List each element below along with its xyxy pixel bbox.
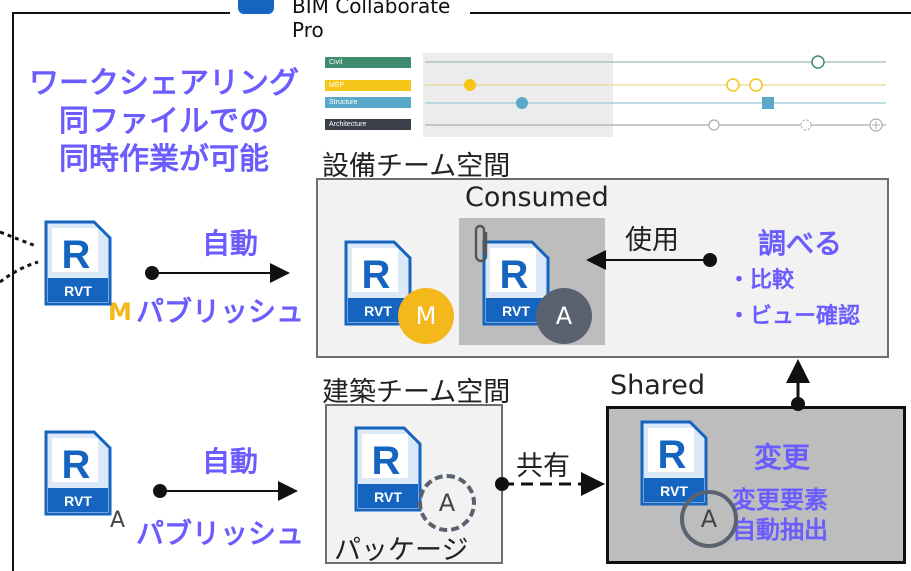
rvt-file-icon-mep-source: R RVT (44, 220, 112, 306)
frame-left (12, 12, 14, 571)
timeline-thumbnail (318, 50, 890, 140)
rvt-letter: R (372, 439, 401, 483)
investigate-item-view: ・ビュー確認 (728, 304, 861, 329)
logo-line1: BIM Collaborate (292, 0, 451, 18)
track-label-civil: Civil (325, 57, 411, 68)
auto-label-arch: 自動 (202, 445, 259, 478)
badge-a-package: A (418, 474, 476, 532)
rvt-letter: R (658, 433, 687, 477)
consumed-label: Consumed (465, 182, 609, 213)
rvt-text: RVT (660, 483, 688, 499)
worksharing-line3: 同時作業が可能 (59, 142, 269, 177)
publish-label-mep: パブリッシュ (136, 295, 305, 328)
rvt-text: RVT (364, 303, 392, 319)
rvt-letter: R (362, 253, 391, 297)
rvt-file-icon-arch-source: R RVT (44, 430, 112, 516)
rvt-file-icon-shared: R RVT (640, 420, 708, 506)
frame-top-left (12, 12, 230, 14)
timeline-shade (423, 53, 613, 137)
track-label-architecture: Architecture (325, 119, 411, 130)
badge-a-shared: A (680, 490, 738, 548)
auto-label-mep: 自動 (202, 227, 259, 260)
arch-space-title: 建築チーム空間 (322, 377, 511, 408)
worksharing-line1: ワークシェアリング (29, 66, 299, 101)
publish-label-arch: パブリッシュ (136, 517, 305, 550)
rvt-letter: R (62, 443, 91, 487)
rvt-file-icon-package: R RVT (354, 426, 422, 512)
rvt-text: RVT (502, 303, 530, 319)
paperclip-icon (474, 224, 488, 263)
publish-prefix-a: A (110, 508, 126, 533)
investigate-item-compare: ・比較 (728, 268, 795, 293)
package-label: パッケージ (334, 535, 469, 566)
rvt-letter: R (500, 253, 529, 297)
publish-prefix-m: M (108, 298, 132, 326)
share-label: 共有 (516, 451, 570, 482)
track-label-structure: Structure (325, 97, 411, 108)
track-label-mep: MEP (325, 80, 411, 91)
rvt-text: RVT (374, 489, 402, 505)
change-line2: 自動抽出 (732, 516, 828, 544)
rvt-letter: R (62, 233, 91, 277)
shared-label: Shared (610, 370, 706, 401)
use-label: 使用 (625, 225, 679, 256)
rvt-text: RVT (64, 493, 92, 509)
change-line1: 変更要素 (732, 486, 828, 514)
rvt-text: RVT (64, 283, 92, 299)
logo-line2: Pro (292, 18, 324, 42)
frame-top-right (470, 12, 911, 14)
change-title: 変更 (754, 441, 811, 474)
worksharing-line2: 同ファイルでの (59, 104, 269, 139)
mep-space-title: 設備チーム空間 (322, 151, 511, 182)
bim-collaborate-logo-icon (238, 0, 274, 14)
rvt-file-icon-mep-model: R RVT (344, 240, 412, 326)
badge-a-consumed: A (536, 288, 592, 344)
badge-m: M (398, 288, 454, 344)
investigate-title: 調べる (758, 227, 843, 260)
